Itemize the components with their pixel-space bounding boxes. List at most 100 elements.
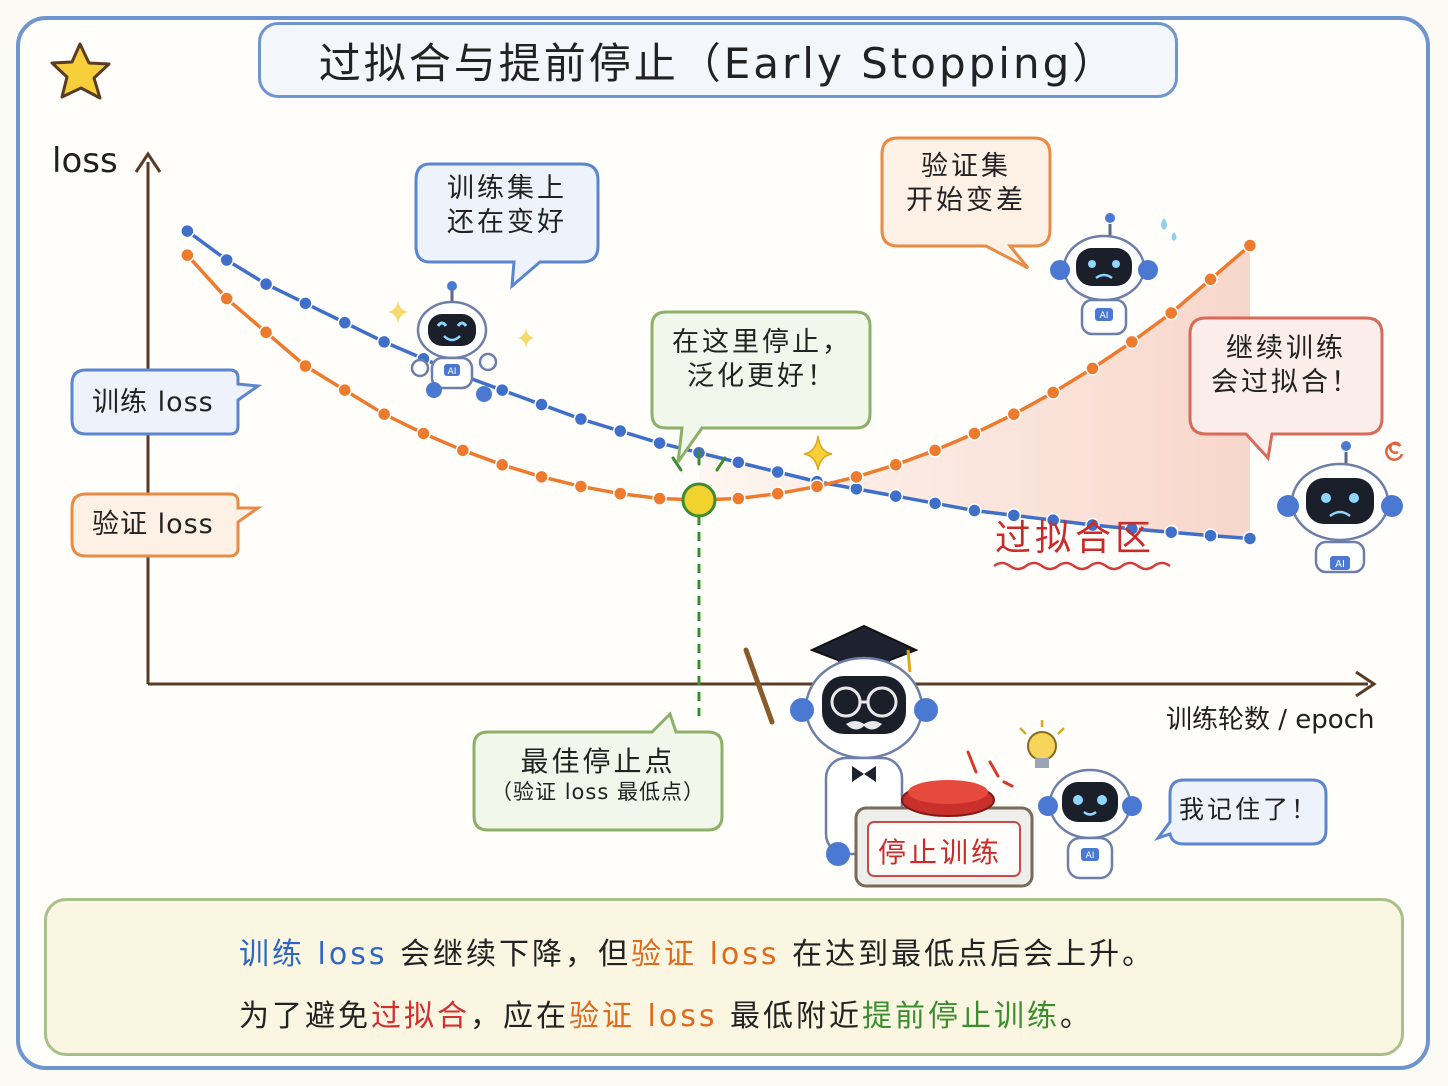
val-loss-point	[494, 457, 510, 473]
summary-segment: 在达到最低点后会上升。	[779, 937, 1156, 972]
train-loss-point	[1203, 528, 1218, 543]
best-stop-point	[681, 482, 717, 518]
train-loss-line	[186, 229, 1251, 541]
continue-overfit-text: 继续训练 会过拟合！	[1211, 333, 1361, 398]
train-loss-point	[337, 315, 353, 330]
train-loss-point	[219, 252, 234, 268]
stop-button-label[interactable]: 停止训练	[878, 836, 1003, 869]
train-loss-point	[180, 223, 195, 239]
train-loss-point	[298, 296, 313, 311]
summary-segment: ，应在	[470, 999, 569, 1034]
summary-segment: 会继续下降，但	[387, 937, 632, 972]
best-point-rays	[671, 448, 727, 472]
val-worse-bubble	[880, 136, 1052, 270]
train-loss-point	[652, 435, 667, 451]
val-loss-point	[888, 457, 903, 473]
val-loss-point	[298, 358, 313, 374]
robot-worried-icon: AI	[1050, 213, 1177, 336]
y-axis-label: loss	[52, 141, 118, 181]
best-point-ray	[715, 456, 727, 472]
outer-frame	[16, 16, 1430, 1070]
y-axis-arrow	[134, 151, 162, 173]
train-loss-point	[258, 276, 274, 292]
train-improving-bubble	[414, 162, 600, 290]
summary-segment: 验证 loss	[569, 999, 718, 1034]
summary-segment: 。	[1060, 999, 1094, 1034]
train-loss-point	[888, 488, 903, 504]
val-loss-point	[770, 486, 785, 501]
train-loss-point	[1045, 512, 1061, 528]
sparkle-icon	[803, 435, 833, 471]
train-loss-point	[376, 334, 392, 350]
train-loss-point	[613, 423, 628, 439]
summary-segment: 最低附近	[717, 999, 863, 1034]
train-loss-point	[573, 411, 589, 427]
train-loss-point	[1085, 517, 1100, 533]
sparkle-icon	[388, 300, 408, 324]
robot-badge: AI	[1086, 851, 1095, 861]
lightbulb-icon	[1019, 720, 1065, 768]
train-loss-point	[770, 464, 785, 480]
val-legend-label: 验证 loss	[92, 509, 214, 540]
best-point-bubble	[472, 711, 724, 832]
continue-overfit-bubble	[1188, 316, 1384, 462]
val-loss-point	[534, 469, 549, 485]
val-loss-point	[1242, 238, 1258, 253]
train-loss-point	[534, 397, 549, 412]
summary-segment: 训练 loss	[239, 937, 388, 972]
val-loss-point	[416, 426, 431, 441]
val-loss-point	[1163, 305, 1179, 321]
robot-badge: AI	[1100, 311, 1109, 321]
remembered-bubble	[1153, 778, 1328, 846]
val-loss-point	[731, 491, 746, 506]
train-loss-point	[849, 481, 864, 497]
val-legend-bubble	[70, 492, 263, 558]
val-loss-point	[967, 426, 982, 441]
summary-segment: 为了避免	[239, 999, 371, 1034]
summary-line-1: 训练 loss 会继续下降，但验证 loss 在达到最低点后会上升。	[239, 929, 1155, 973]
x-axis-label: 训练轮数 / epoch	[1166, 705, 1375, 735]
overfit-underline	[993, 561, 1171, 571]
val-loss-point	[809, 479, 825, 494]
stop-here-text: 在这里停止， 泛化更好！	[672, 327, 852, 392]
val-loss-point	[652, 491, 667, 506]
best-point-label: 最佳停止点 （验证 loss 最低点）	[491, 745, 705, 804]
val-loss-line	[186, 244, 1252, 502]
robot-badge: AI	[1335, 559, 1345, 570]
val-loss-point	[1045, 385, 1061, 400]
train-loss-point	[1242, 531, 1258, 546]
train-loss-point	[731, 455, 746, 470]
summary-segment: 过拟合	[371, 999, 470, 1034]
x-axis-arrow	[1355, 670, 1377, 698]
val-loss-point	[337, 382, 353, 398]
overfit-region-shade	[698, 245, 1250, 539]
val-loss-point	[1124, 334, 1140, 350]
val-loss-point	[1006, 406, 1022, 422]
val-loss-point	[1085, 361, 1100, 376]
stop-training-button[interactable]	[854, 750, 1034, 888]
summary-panel: 训练 loss 会继续下降，但验证 loss 在达到最低点后会上升。 为了避免过…	[44, 898, 1404, 1056]
val-loss-point	[1203, 272, 1218, 287]
summary-segment: 提前停止训练	[862, 999, 1061, 1034]
val-worse-text: 验证集 开始变差	[906, 151, 1026, 216]
val-loss-point	[573, 479, 589, 494]
sparkle-icon	[518, 328, 534, 348]
train-improving-text: 训练集上 还在变好	[447, 173, 567, 238]
val-loss-point	[180, 247, 195, 263]
best-point-ray	[671, 456, 683, 472]
val-loss-point	[219, 291, 234, 306]
val-loss-point	[613, 486, 628, 501]
val-loss-point	[376, 406, 392, 422]
val-loss-point	[849, 469, 864, 485]
val-loss-point	[927, 443, 943, 458]
robot-happy-icon: AI	[410, 281, 498, 402]
train-loss-point	[1163, 524, 1179, 540]
summary-line-2: 为了避免过拟合，应在验证 loss 最低附近提前停止训练。	[239, 991, 1093, 1035]
train-loss-point	[1006, 508, 1022, 523]
train-loss-point	[967, 503, 982, 518]
val-loss-point	[455, 443, 471, 458]
train-loss-point	[927, 496, 943, 511]
robot-badge: AI	[448, 367, 457, 377]
